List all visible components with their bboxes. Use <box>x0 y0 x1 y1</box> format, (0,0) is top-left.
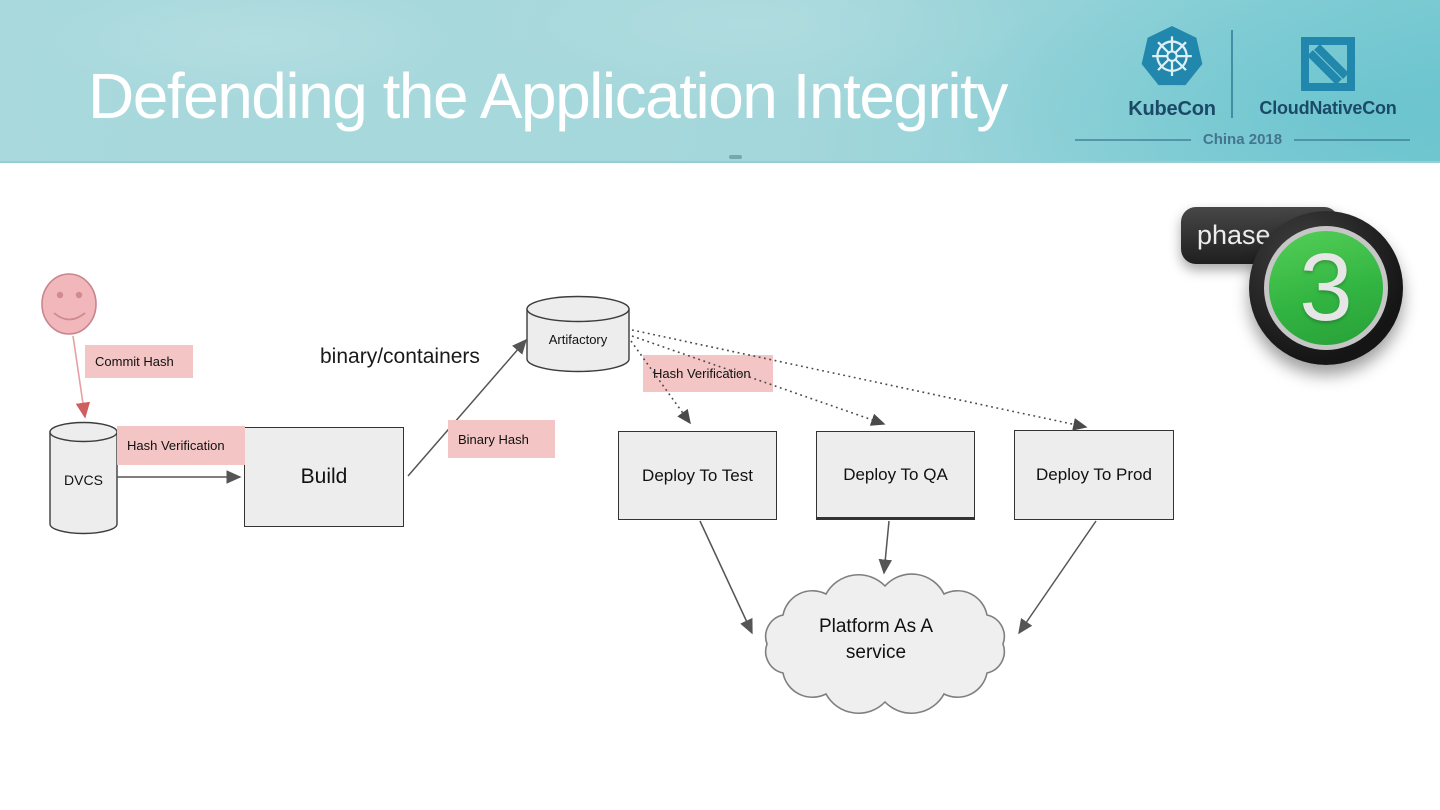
phase-badge-label: phase <box>1197 220 1271 250</box>
binary-containers-caption: binary/containers <box>320 345 480 368</box>
paas-cloud-label: Platform As A service <box>818 616 934 663</box>
arrow-prod-to-paas <box>1018 520 1097 635</box>
arrow-build-to-artifactory <box>407 338 527 477</box>
phase-number: 3 <box>1299 234 1353 341</box>
watercolor-smudge <box>729 155 742 159</box>
commit-hash-label: Commit Hash <box>85 345 193 378</box>
deploy-to-qa-node: Deploy To QA <box>816 431 975 520</box>
kubernetes-helm-icon <box>1141 26 1203 86</box>
kubecon-label: KubeCon <box>1128 98 1216 120</box>
dvcs-cylinder <box>49 421 118 535</box>
binary-hash-label: Binary Hash <box>448 420 555 458</box>
hash-verification-dvcs-text: Hash Verification <box>127 438 225 453</box>
deploy-to-prod-label: Deploy To Prod <box>1036 465 1152 484</box>
slide-title: Defending the Application Integrity <box>88 60 1008 132</box>
binary-hash-text: Binary Hash <box>458 431 529 447</box>
phase-number-disc: 3 <box>1264 226 1388 350</box>
rule-right <box>1294 138 1410 141</box>
developer-smiley-icon <box>41 273 97 335</box>
cloudnativecon-icon <box>1301 37 1355 91</box>
build-node-label: Build <box>300 465 348 488</box>
artifactory-cylinder <box>526 295 630 373</box>
artifactory-label: Artifactory <box>548 332 608 347</box>
deploy-to-test-label: Deploy To Test <box>642 465 753 485</box>
phase-badge-circle: 3 <box>1249 211 1403 365</box>
arrow-qa-to-paas <box>878 520 893 575</box>
hash-verification-dvcs-label: Hash Verification <box>117 426 245 465</box>
event-logos: KubeCon CloudNativeCon China 2018 <box>1075 26 1410 150</box>
cloudnativecon-logo-block: CloudNativeCon <box>1248 26 1408 119</box>
build-node: Build <box>244 427 404 527</box>
dvcs-label: DVCS <box>64 472 103 488</box>
kubecon-logo-block: KubeCon <box>1097 26 1247 121</box>
deploy-to-prod-node: Deploy To Prod <box>1014 430 1174 520</box>
hash-verification-artifactory-label: Hash Verification <box>643 355 773 392</box>
cloudnativecon-label: CloudNativeCon <box>1259 98 1397 118</box>
logo-divider <box>1231 30 1233 118</box>
deploy-to-test-node: Deploy To Test <box>618 431 777 520</box>
rule-left <box>1075 138 1191 141</box>
hash-verification-artifactory-text: Hash Verification <box>653 366 751 381</box>
arrow-test-to-paas <box>699 520 753 635</box>
event-edition-row: China 2018 <box>1075 131 1410 148</box>
event-edition-label: China 2018 <box>1202 131 1283 148</box>
deploy-to-qa-label: Deploy To QA <box>843 464 948 484</box>
header-banner: Defending the Application Integrity Kube… <box>0 0 1440 163</box>
helm-hub <box>1166 50 1178 62</box>
commit-arrow <box>72 335 91 419</box>
commit-hash-text: Commit Hash <box>95 354 174 369</box>
paas-cloud <box>764 573 1006 715</box>
